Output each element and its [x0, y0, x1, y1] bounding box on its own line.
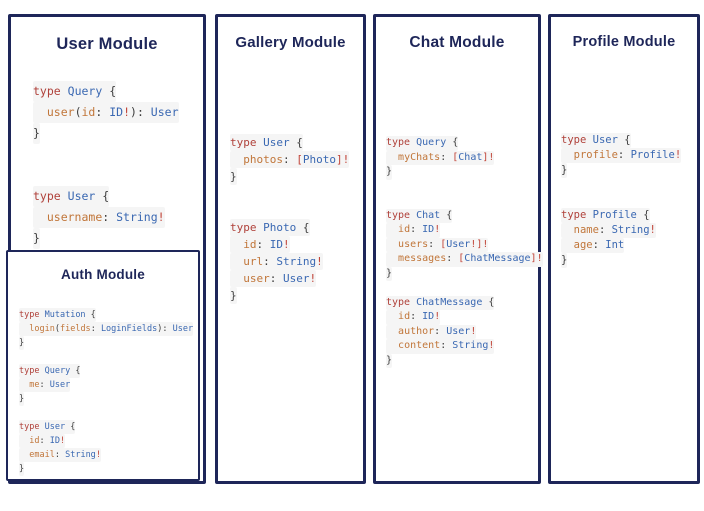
code-block-gallery-module: type User { photos: [Photo]! } type Phot… [230, 134, 350, 304]
code-block-profile-module: type User { profile: Profile! } type Pro… [561, 133, 682, 268]
panel-title-user-module: User Module [56, 35, 158, 53]
panel-chat-module: Chat Module type Query { myChats: [Chat]… [373, 14, 543, 484]
code-block-user-module: type Query { user(id: ID!): User } type … [33, 81, 179, 249]
code-block-chat-module: type Query { myChats: [Chat]! } type Cha… [386, 136, 543, 368]
code-block-auth-module: type Mutation { login(fields: LoginField… [19, 308, 194, 476]
panel-profile-module: Profile Module type User { profile: Prof… [548, 14, 700, 484]
panel-gallery-module: Gallery Module type User { photos: [Phot… [215, 14, 366, 484]
panel-title-chat-module: Chat Module [409, 34, 505, 51]
panel-title-auth-module: Auth Module [61, 267, 145, 282]
panel-title-gallery-module: Gallery Module [235, 34, 346, 51]
panel-auth-module: Auth Module type Mutation { login(fields… [6, 250, 200, 481]
panel-title-profile-module: Profile Module [572, 34, 676, 50]
